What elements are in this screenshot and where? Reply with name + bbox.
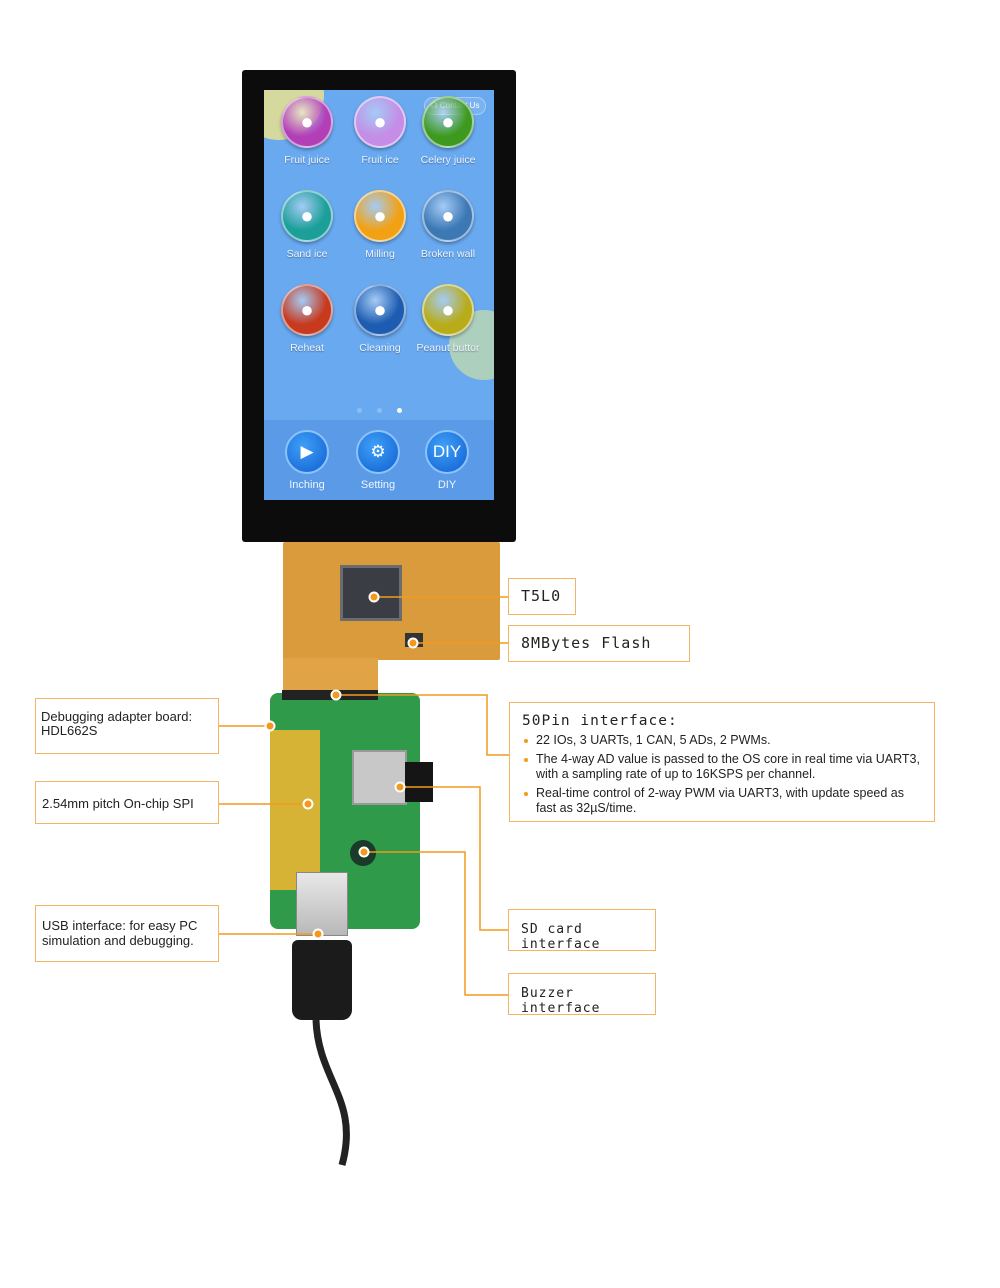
page-dot[interactable]	[377, 408, 382, 413]
app-label: Fruit juice	[284, 154, 330, 166]
sd-card	[405, 762, 433, 802]
app-label: Reheat	[290, 342, 324, 354]
debug-board-line: HDL662S	[41, 723, 98, 738]
app-cleaning[interactable]: ● Cleaning	[343, 284, 417, 354]
callout-dot	[302, 798, 314, 810]
callout-dot	[264, 720, 276, 732]
juice-box-icon: ●	[422, 96, 474, 148]
drinks-icon: ●	[281, 190, 333, 242]
dock-diy[interactable]: DIY DIY	[412, 430, 482, 491]
flash-label: 8MBytes Flash	[508, 625, 690, 662]
debug-board-label: Debugging adapter board:HDL662S	[35, 698, 219, 754]
app-label: Milling	[365, 248, 395, 260]
app-reheat[interactable]: ● Reheat	[270, 284, 344, 354]
app-label: Peanut buttor	[416, 342, 480, 354]
app-label: Broken wall	[420, 248, 476, 260]
brush-icon: ●	[354, 284, 406, 336]
page-dot-active[interactable]	[397, 408, 402, 413]
callout-dot	[330, 689, 342, 701]
cup-icon: ●	[354, 96, 406, 148]
pin50-label: 50Pin interface: 22 IOs, 3 UARTs, 1 CAN,…	[509, 702, 935, 822]
debug-board-line: Debugging adapter board:	[41, 709, 193, 724]
play-icon: ▶	[285, 430, 329, 474]
dock-label: DIY	[437, 479, 457, 491]
callout-dot	[407, 637, 419, 649]
pin50-bullet: The 4-way AD value is passed to the OS c…	[522, 752, 922, 782]
fpc-connector	[282, 690, 378, 700]
callout-dot	[368, 591, 380, 603]
page-dot[interactable]	[357, 408, 362, 413]
dock: ▶ Inching ⚙ Setting DIY DIY	[264, 420, 494, 500]
app-label: Celery juice	[420, 154, 476, 166]
usb-port	[296, 872, 348, 936]
sd-slot	[352, 750, 407, 805]
blender-icon: ●	[422, 190, 474, 242]
dock-label: Inching	[289, 479, 325, 491]
buzzer-label: Buzzer interface	[508, 973, 656, 1016]
app-broken-wall[interactable]: ● Broken wall	[411, 190, 485, 260]
app-sand-ice[interactable]: ● Sand ice	[270, 190, 344, 260]
gear-icon: ⚙	[356, 430, 400, 474]
app-milling[interactable]: ● Milling	[343, 190, 417, 260]
sd-label: SD card interface	[508, 909, 656, 952]
app-peanut-buttor[interactable]: ● Peanut buttor	[411, 284, 485, 354]
app-fruit-juice[interactable]: ● Fruit juice	[270, 96, 344, 166]
usb-cable	[312, 1019, 350, 1166]
t5l0-label: T5L0	[508, 578, 576, 615]
callout-dot	[312, 928, 324, 940]
pin50-bullet: Real-time control of 2-way PWM via UART3…	[522, 786, 922, 816]
touch-screen: ☊ Contact Us ●Fruit juice●Fruit ice●Cele…	[264, 90, 494, 500]
cocktail-icon: ●	[281, 96, 333, 148]
dock-setting[interactable]: ⚙ Setting	[343, 430, 413, 491]
bowl-icon: ●	[281, 284, 333, 336]
app-fruit-ice[interactable]: ● Fruit ice	[343, 96, 417, 166]
pin-header	[270, 730, 320, 890]
app-label: Sand ice	[286, 248, 328, 260]
app-label: Fruit ice	[361, 154, 399, 166]
dock-label: Setting	[360, 479, 396, 491]
diy-icon: DIY	[425, 430, 469, 474]
app-label: Cleaning	[359, 342, 401, 354]
dock-inching[interactable]: ▶ Inching	[272, 430, 342, 491]
usb-line: simulation and debugging.	[42, 933, 194, 948]
callout-dot	[394, 781, 406, 793]
fpc-tail	[283, 658, 378, 692]
pin50-bullet: 22 IOs, 3 UARTs, 1 CAN, 5 ADs, 2 PWMs.	[522, 733, 922, 748]
grinder-icon: ●	[354, 190, 406, 242]
app-celery-juice[interactable]: ● Celery juice	[411, 96, 485, 166]
pin50-title: 50Pin interface:	[522, 713, 678, 729]
peanut-icon: ●	[422, 284, 474, 336]
callout-dot	[358, 846, 370, 858]
usb-plug	[292, 940, 352, 1020]
usb-line: USB interface: for easy PC	[42, 918, 198, 933]
spi-label: 2.54mm pitch On-chip SPI	[35, 781, 219, 824]
